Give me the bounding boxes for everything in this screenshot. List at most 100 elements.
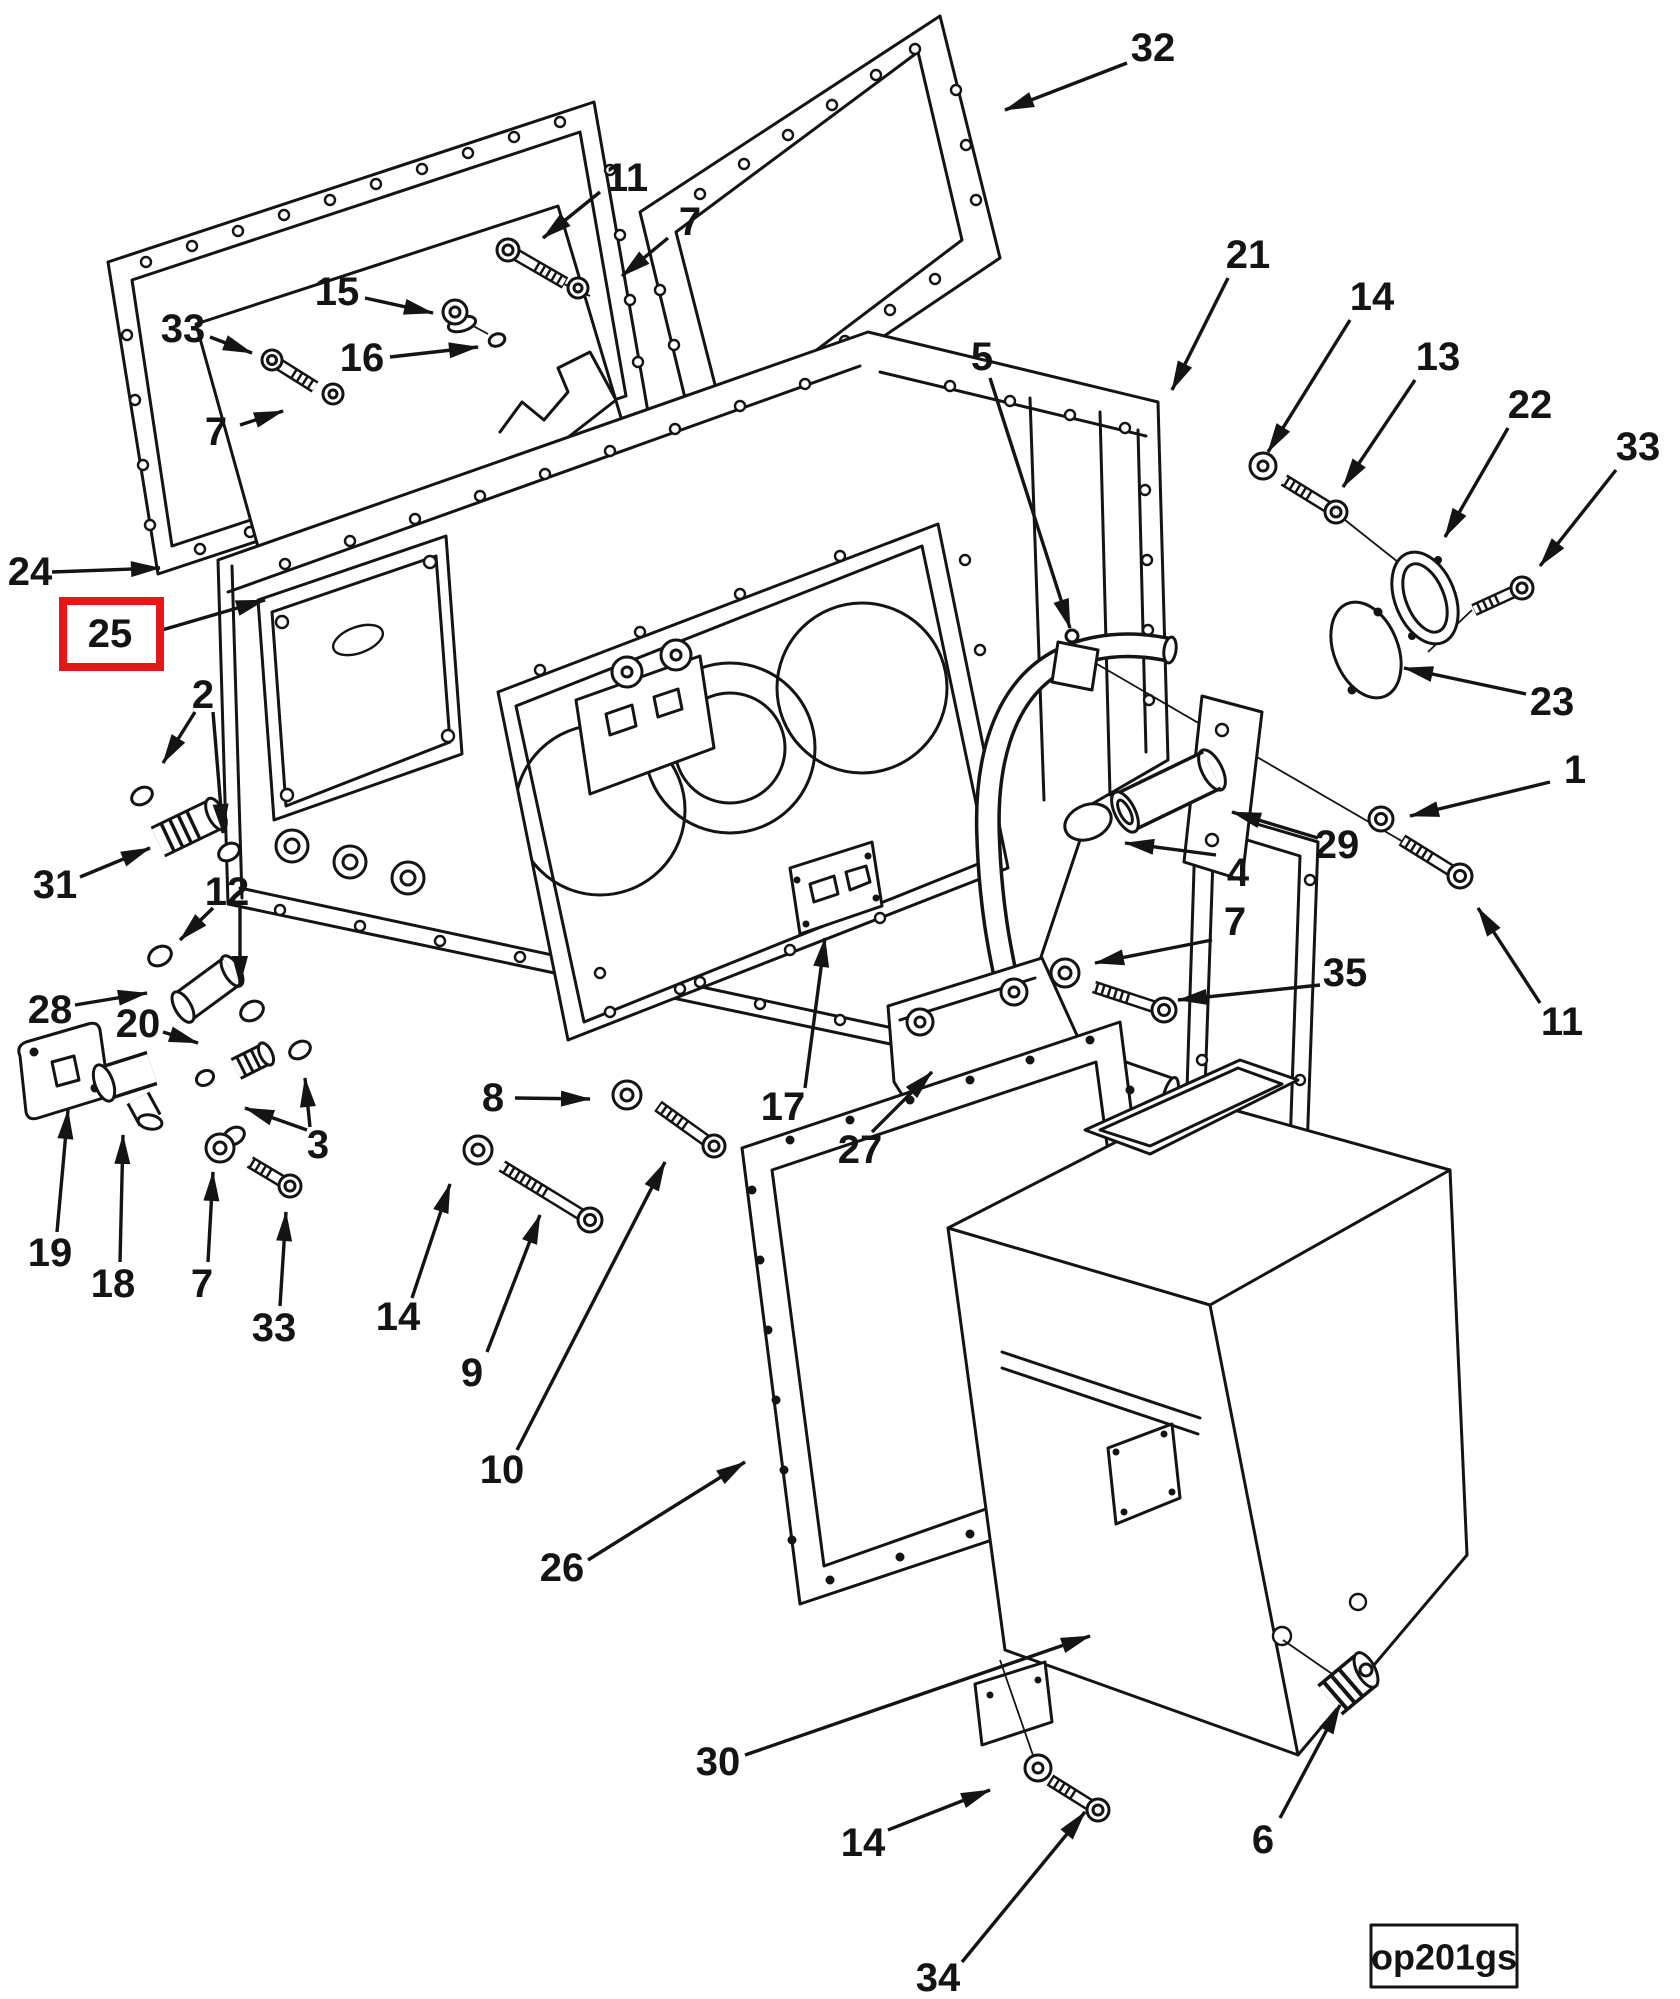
callout-10: 10 [480, 1161, 667, 1492]
callout-arrow-2 [161, 711, 197, 764]
part-plug-20 [230, 1041, 276, 1080]
callout-3: 3 [244, 1077, 329, 1167]
callout-5: 5 [971, 335, 1072, 629]
callout-arrow-2 [211, 711, 229, 834]
callout-label-33: 33 [161, 307, 206, 351]
callout-arrow-33 [276, 1211, 293, 1307]
callout-arrow-32 [1004, 61, 1128, 112]
callout-arrow-13 [1341, 379, 1417, 488]
callout-label-23: 23 [1530, 680, 1575, 724]
callout-label-20: 20 [116, 1002, 161, 1046]
callout-24: 24 [8, 550, 161, 594]
callout-9: 9 [461, 1214, 542, 1395]
part-oval-gasket-22 [1390, 550, 1460, 646]
callout-arrow-6 [1278, 1704, 1342, 1819]
callout-11: 11 [541, 156, 648, 240]
part-oval-cover-23 [1329, 600, 1403, 700]
callout-label-27: 27 [838, 1128, 883, 1172]
callout-label-33: 33 [252, 1306, 297, 1350]
callout-7: 7 [205, 409, 284, 454]
callout-26: 26 [540, 1460, 746, 1590]
callout-label-6: 6 [1252, 1818, 1274, 1862]
callout-arrow-16 [389, 342, 479, 359]
callout-1: 1 [1409, 748, 1586, 818]
callout-arrow-27 [870, 1070, 934, 1134]
callout-arrow-15 [364, 296, 434, 315]
callout-arrow-14 [1266, 319, 1352, 453]
part-washer-7-bottom [204, 1132, 236, 1164]
callout-label-2: 2 [192, 673, 214, 717]
figure-code-label: op201gs [1371, 1937, 1517, 1978]
callout-arrow-20 [162, 1026, 199, 1045]
callout-label-35: 35 [1323, 951, 1368, 995]
callout-label-7: 7 [191, 1262, 213, 1306]
callout-arrow-22 [1443, 427, 1510, 538]
callout-label-31: 31 [33, 863, 78, 907]
highlight-box-part-25 [59, 597, 164, 671]
part-oring-4 [1063, 802, 1113, 842]
callout-label-7: 7 [679, 200, 701, 244]
part-plug-6 [1317, 1651, 1380, 1716]
callout-label-32: 32 [1131, 26, 1176, 70]
callout-20: 20 [116, 1002, 199, 1046]
callout-arrow-3 [244, 1106, 308, 1132]
callout-arrow-17 [803, 937, 830, 1089]
callout-25: 25 [88, 598, 266, 656]
callout-label-4: 4 [1227, 851, 1250, 895]
callout-label-28: 28 [28, 988, 73, 1032]
part-washer-14-bottompan [1023, 1753, 1053, 1783]
part-washer-7-top [566, 276, 590, 300]
callout-arrow-34 [960, 1810, 1087, 1964]
callout-label-9: 9 [461, 1351, 483, 1395]
callout-arrow-29 [1231, 810, 1319, 840]
callout-arrow-33 [209, 335, 253, 355]
callout-31: 31 [33, 846, 151, 907]
callout-arrow-19 [55, 1109, 74, 1233]
callout-label-16: 16 [340, 336, 385, 380]
callout-arrow-8 [514, 1090, 591, 1107]
diagram-line-art [17, 14, 1535, 1823]
callout-14: 14 [841, 1788, 991, 1865]
part-bolt-11-top [495, 237, 569, 289]
part-elbow-18 [91, 1050, 164, 1131]
callout-7: 7 [1094, 900, 1246, 966]
callout-arrow-4 [1124, 838, 1217, 857]
part-oring-12b [239, 999, 265, 1023]
callout-label-29: 29 [1315, 823, 1360, 867]
part-bolt-13 [1280, 474, 1349, 525]
callout-2: 2 [161, 673, 229, 834]
part-nut-1 [1367, 805, 1395, 833]
part-plate-17 [788, 840, 884, 936]
callout-label-3: 3 [307, 1123, 329, 1167]
callout-arrow-12 [178, 906, 215, 942]
callout-label-19: 19 [28, 1231, 73, 1275]
callout-arrow-25 [161, 598, 266, 632]
part-bolt-34 [1046, 1774, 1111, 1823]
callout-arrow-33 [1538, 468, 1618, 568]
callout-label-14: 14 [841, 1821, 886, 1865]
callout-label-33: 33 [1616, 425, 1661, 469]
callout-33: 33 [252, 1211, 297, 1350]
callout-23: 23 [1403, 666, 1575, 724]
part-bolt-33-right [1471, 575, 1535, 616]
callout-label-22: 22 [1508, 383, 1553, 427]
callout-arrow-7 [620, 236, 670, 278]
highlight-layer [59, 597, 164, 671]
callout-label-1: 1 [1564, 748, 1586, 792]
part-bolt-35 [1091, 980, 1178, 1024]
callout-7: 7 [191, 1171, 220, 1306]
part-tube-29 [1110, 748, 1227, 834]
callout-8: 8 [482, 1076, 591, 1120]
part-bolt-11-right [1398, 834, 1474, 890]
callout-19: 19 [28, 1109, 74, 1275]
callout-arrow-11 [1476, 907, 1542, 1004]
callout-arrow-1 [1409, 780, 1551, 818]
callout-18: 18 [91, 1134, 135, 1306]
callout-14: 14 [376, 1183, 452, 1339]
callout-32: 32 [1004, 26, 1176, 112]
part-gasket-frame-32 [638, 14, 1002, 462]
callout-arrow-14 [887, 1788, 991, 1832]
callout-label-5: 5 [971, 335, 993, 379]
